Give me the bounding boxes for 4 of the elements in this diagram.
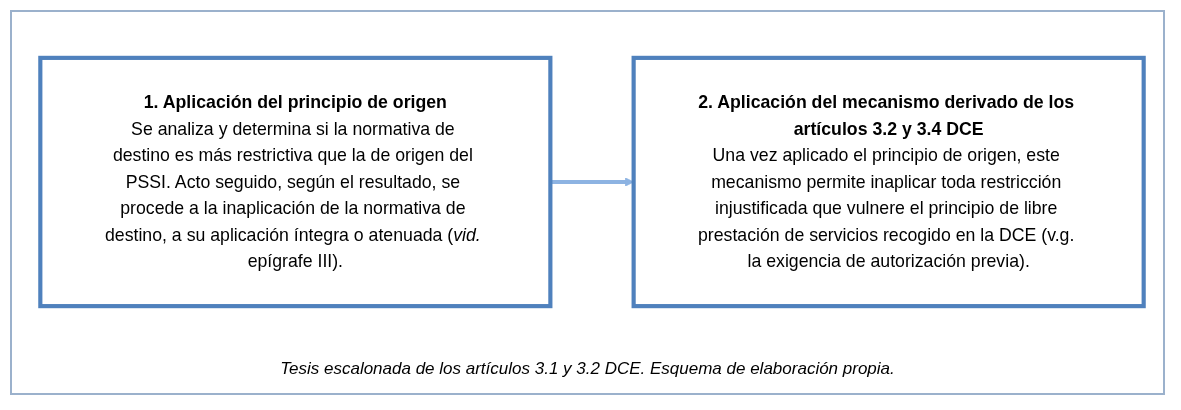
node-box <box>38 55 553 309</box>
caption: Tesis escalonada de los artículos 3.1 y 3.2 DCE. Esquema de elaboración propia. <box>279 359 896 379</box>
node-box <box>631 55 1146 309</box>
frame-border: 1. Aplicación del principio de origen Se analiza y determina si la normativa de destino es más restrictiva que la de origen del PSSI. Acto seguido, según el resultado, se procede a la inaplicación de la normativa de destino, a su aplicación íntegra o atenuada (vid. epígrafe III). 2. Aplicación del mecanismo derivado de los artículos 3.2 y 3.4 DCE Una vez aplicado el principio de origen, este mecanismo permite inaplicar toda restricción injustificada que vulnere el principio de libre prestación de servicios recogido en la DCE (v.g. la exigencia de autorización previa). Tesis escalonada de los artículos 3.1 y 3.2 DCE. Esquema de elaboración propia. <box>10 10 1165 395</box>
